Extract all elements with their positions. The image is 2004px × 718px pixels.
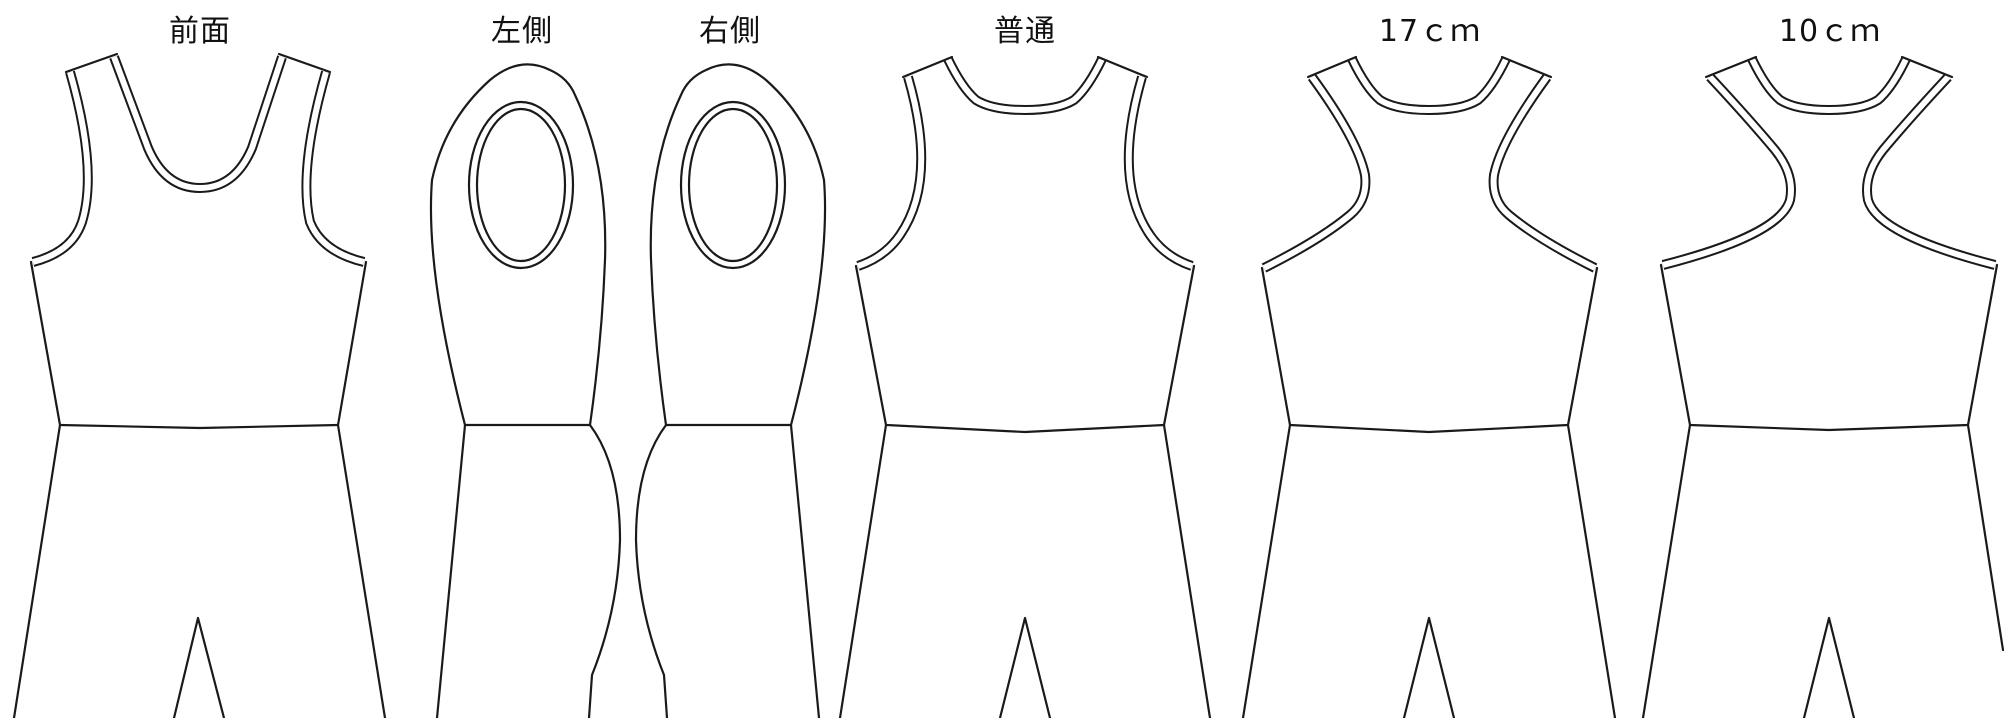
left-side-view: [429, 63, 622, 718]
right-side-view: [634, 63, 827, 718]
front-view: [12, 52, 387, 718]
view-label-front: 前面: [169, 14, 231, 49]
back-normal-view: [838, 55, 1212, 718]
view-label-back-17cm: 17ｃｍ: [1378, 14, 1482, 49]
back-10cm-view: [1641, 55, 2004, 718]
back-17cm-view: [1241, 55, 1617, 718]
view-label-back-10cm: 10ｃｍ: [1778, 14, 1882, 49]
view-label-right-side: 右側: [699, 14, 761, 49]
view-label-left-side: 左側: [491, 14, 553, 49]
view-label-back-normal: 普通: [994, 14, 1056, 49]
